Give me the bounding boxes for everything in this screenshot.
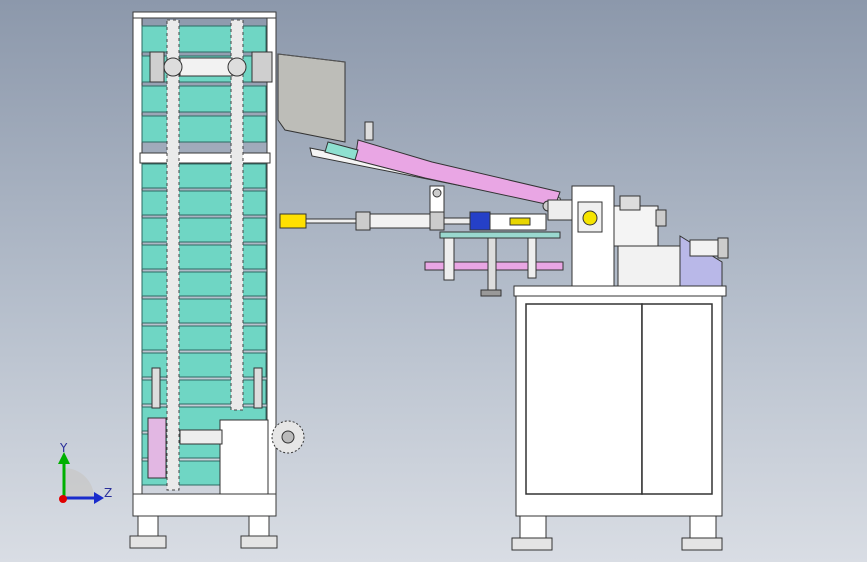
z-axis-label: Z — [104, 486, 112, 500]
z-axis-head — [94, 492, 104, 504]
x-axis-dot — [59, 495, 67, 503]
tray — [141, 244, 267, 270]
tray — [141, 85, 267, 113]
bottom-drive-assembly — [147, 367, 305, 495]
machine-cabinet — [511, 285, 727, 551]
feed-ramp — [309, 121, 563, 227]
elevator-chains — [166, 19, 244, 491]
orientation-triad: Y Z — [58, 441, 112, 504]
tray — [141, 190, 267, 216]
tray — [141, 163, 267, 189]
triad-quadrant — [64, 468, 94, 498]
tray — [141, 115, 267, 143]
tray — [141, 217, 267, 243]
y-axis-label: Y — [59, 441, 68, 455]
tray — [141, 298, 267, 324]
elevator-trays — [141, 25, 267, 486]
tray — [141, 325, 267, 351]
processing-head — [547, 185, 729, 293]
top-shaft-assembly — [149, 51, 273, 83]
elevator-frame — [129, 11, 278, 549]
tray — [141, 352, 267, 378]
tray — [141, 271, 267, 297]
hopper — [277, 53, 346, 143]
tray — [141, 379, 267, 405]
carrier-plate — [424, 231, 564, 297]
push-cylinder — [279, 211, 547, 231]
y-axis-head — [58, 452, 70, 464]
tray — [141, 25, 267, 53]
